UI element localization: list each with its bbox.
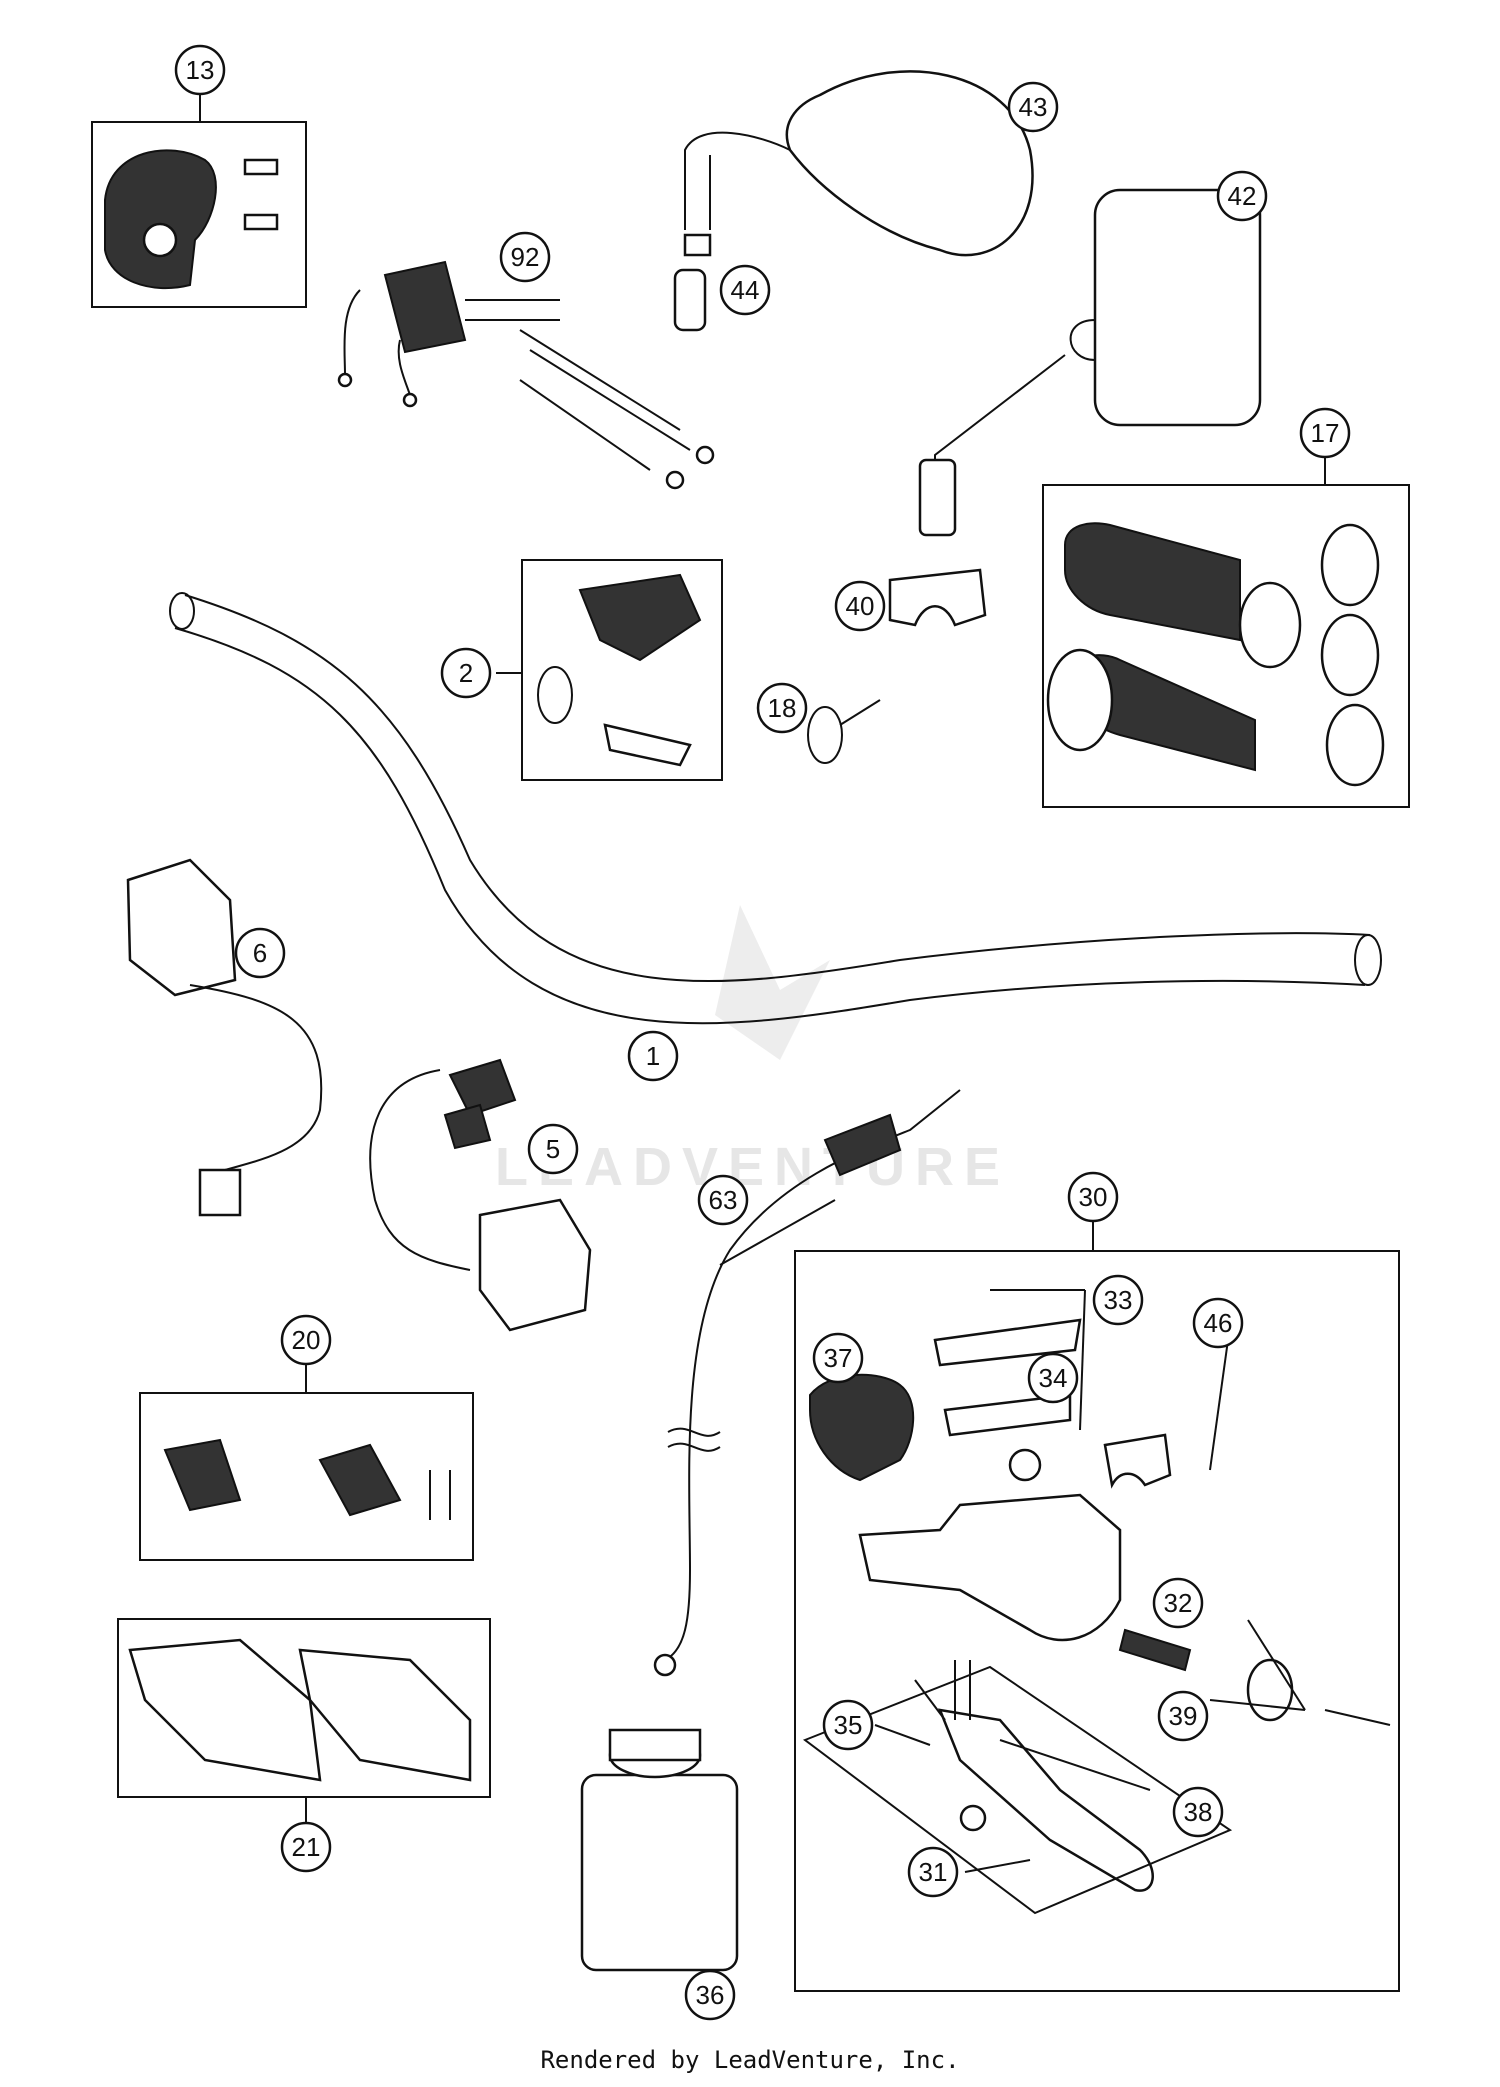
throttle-assembly	[337, 260, 715, 490]
brake-fluid-can-36	[580, 1728, 739, 1972]
callout-17: 17	[1299, 407, 1351, 459]
callout-label: 39	[1169, 1701, 1198, 1731]
callout-1: 1	[627, 1030, 679, 1082]
callout-label: 46	[1204, 1308, 1233, 1338]
callout-label: 32	[1164, 1588, 1193, 1618]
switch-5	[369, 1058, 592, 1332]
callout-92: 92	[499, 231, 551, 283]
callout-label: 44	[731, 275, 760, 305]
callout-label: 38	[1184, 1797, 1213, 1827]
callout-label: 43	[1019, 92, 1048, 122]
mirror-43	[683, 70, 1034, 257]
grips-group	[1042, 484, 1410, 808]
callout-6: 6	[234, 927, 286, 979]
callout-label: 33	[1104, 1285, 1133, 1315]
part-20-group	[139, 1392, 474, 1561]
callout-label: 34	[1039, 1363, 1068, 1393]
callout-46: 46	[1192, 1297, 1244, 1349]
callout-31: 31	[907, 1846, 959, 1898]
callout-label: 92	[511, 242, 540, 272]
callout-5: 5	[527, 1123, 579, 1175]
callout-34: 34	[1027, 1352, 1079, 1404]
callout-2: 2	[440, 647, 492, 699]
adapter-44	[673, 268, 707, 332]
footer-credit: Rendered by LeadVenture, Inc.	[540, 2046, 960, 2074]
callout-43: 43	[1007, 81, 1059, 133]
callout-label: 13	[186, 55, 215, 85]
callout-20: 20	[280, 1314, 332, 1366]
callout-35: 35	[822, 1699, 874, 1751]
switch-6	[126, 858, 323, 1217]
cable-tie-18	[807, 699, 881, 764]
callout-63: 63	[697, 1174, 749, 1226]
callout-label: 21	[292, 1832, 321, 1862]
callout-label: 30	[1079, 1182, 1108, 1212]
callout-label: 17	[1311, 418, 1340, 448]
handlebar	[169, 592, 1382, 1025]
part-21-group	[117, 1618, 491, 1798]
callout-33: 33	[1092, 1274, 1144, 1326]
callout-label: 42	[1228, 181, 1257, 211]
callout-30: 30	[1067, 1171, 1119, 1223]
callout-label: 18	[768, 693, 797, 723]
callout-40: 40	[834, 580, 886, 632]
callout-37: 37	[812, 1332, 864, 1384]
callout-18: 18	[756, 682, 808, 734]
leader-lines	[199, 95, 1326, 1873]
callout-39: 39	[1157, 1690, 1209, 1742]
part-30-group	[794, 1250, 1400, 1992]
callout-label: 35	[834, 1710, 863, 1740]
callout-21: 21	[280, 1821, 332, 1873]
callout-44: 44	[719, 264, 771, 316]
callout-label: 63	[709, 1185, 738, 1215]
callout-42: 42	[1216, 170, 1268, 222]
callout-label: 40	[846, 591, 875, 621]
mirror-42	[918, 188, 1262, 537]
callout-32: 32	[1152, 1577, 1204, 1629]
callout-36: 36	[684, 1969, 736, 2021]
callout-38: 38	[1172, 1786, 1224, 1838]
callout-label: 36	[696, 1980, 725, 2010]
callout-13: 13	[174, 44, 226, 96]
callout-label: 31	[919, 1857, 948, 1887]
callout-label: 6	[253, 938, 267, 968]
part-2-group	[521, 559, 723, 781]
callout-label: 1	[646, 1041, 660, 1071]
callout-label: 5	[546, 1134, 560, 1164]
clamp-40	[888, 568, 987, 627]
brake-hose-63	[653, 1089, 961, 1677]
part-13-group	[91, 121, 307, 308]
callout-label: 20	[292, 1325, 321, 1355]
callout-label: 2	[459, 658, 473, 688]
watermark-text: LEADVENTURE	[495, 1137, 1010, 1197]
callout-label: 37	[824, 1343, 853, 1373]
